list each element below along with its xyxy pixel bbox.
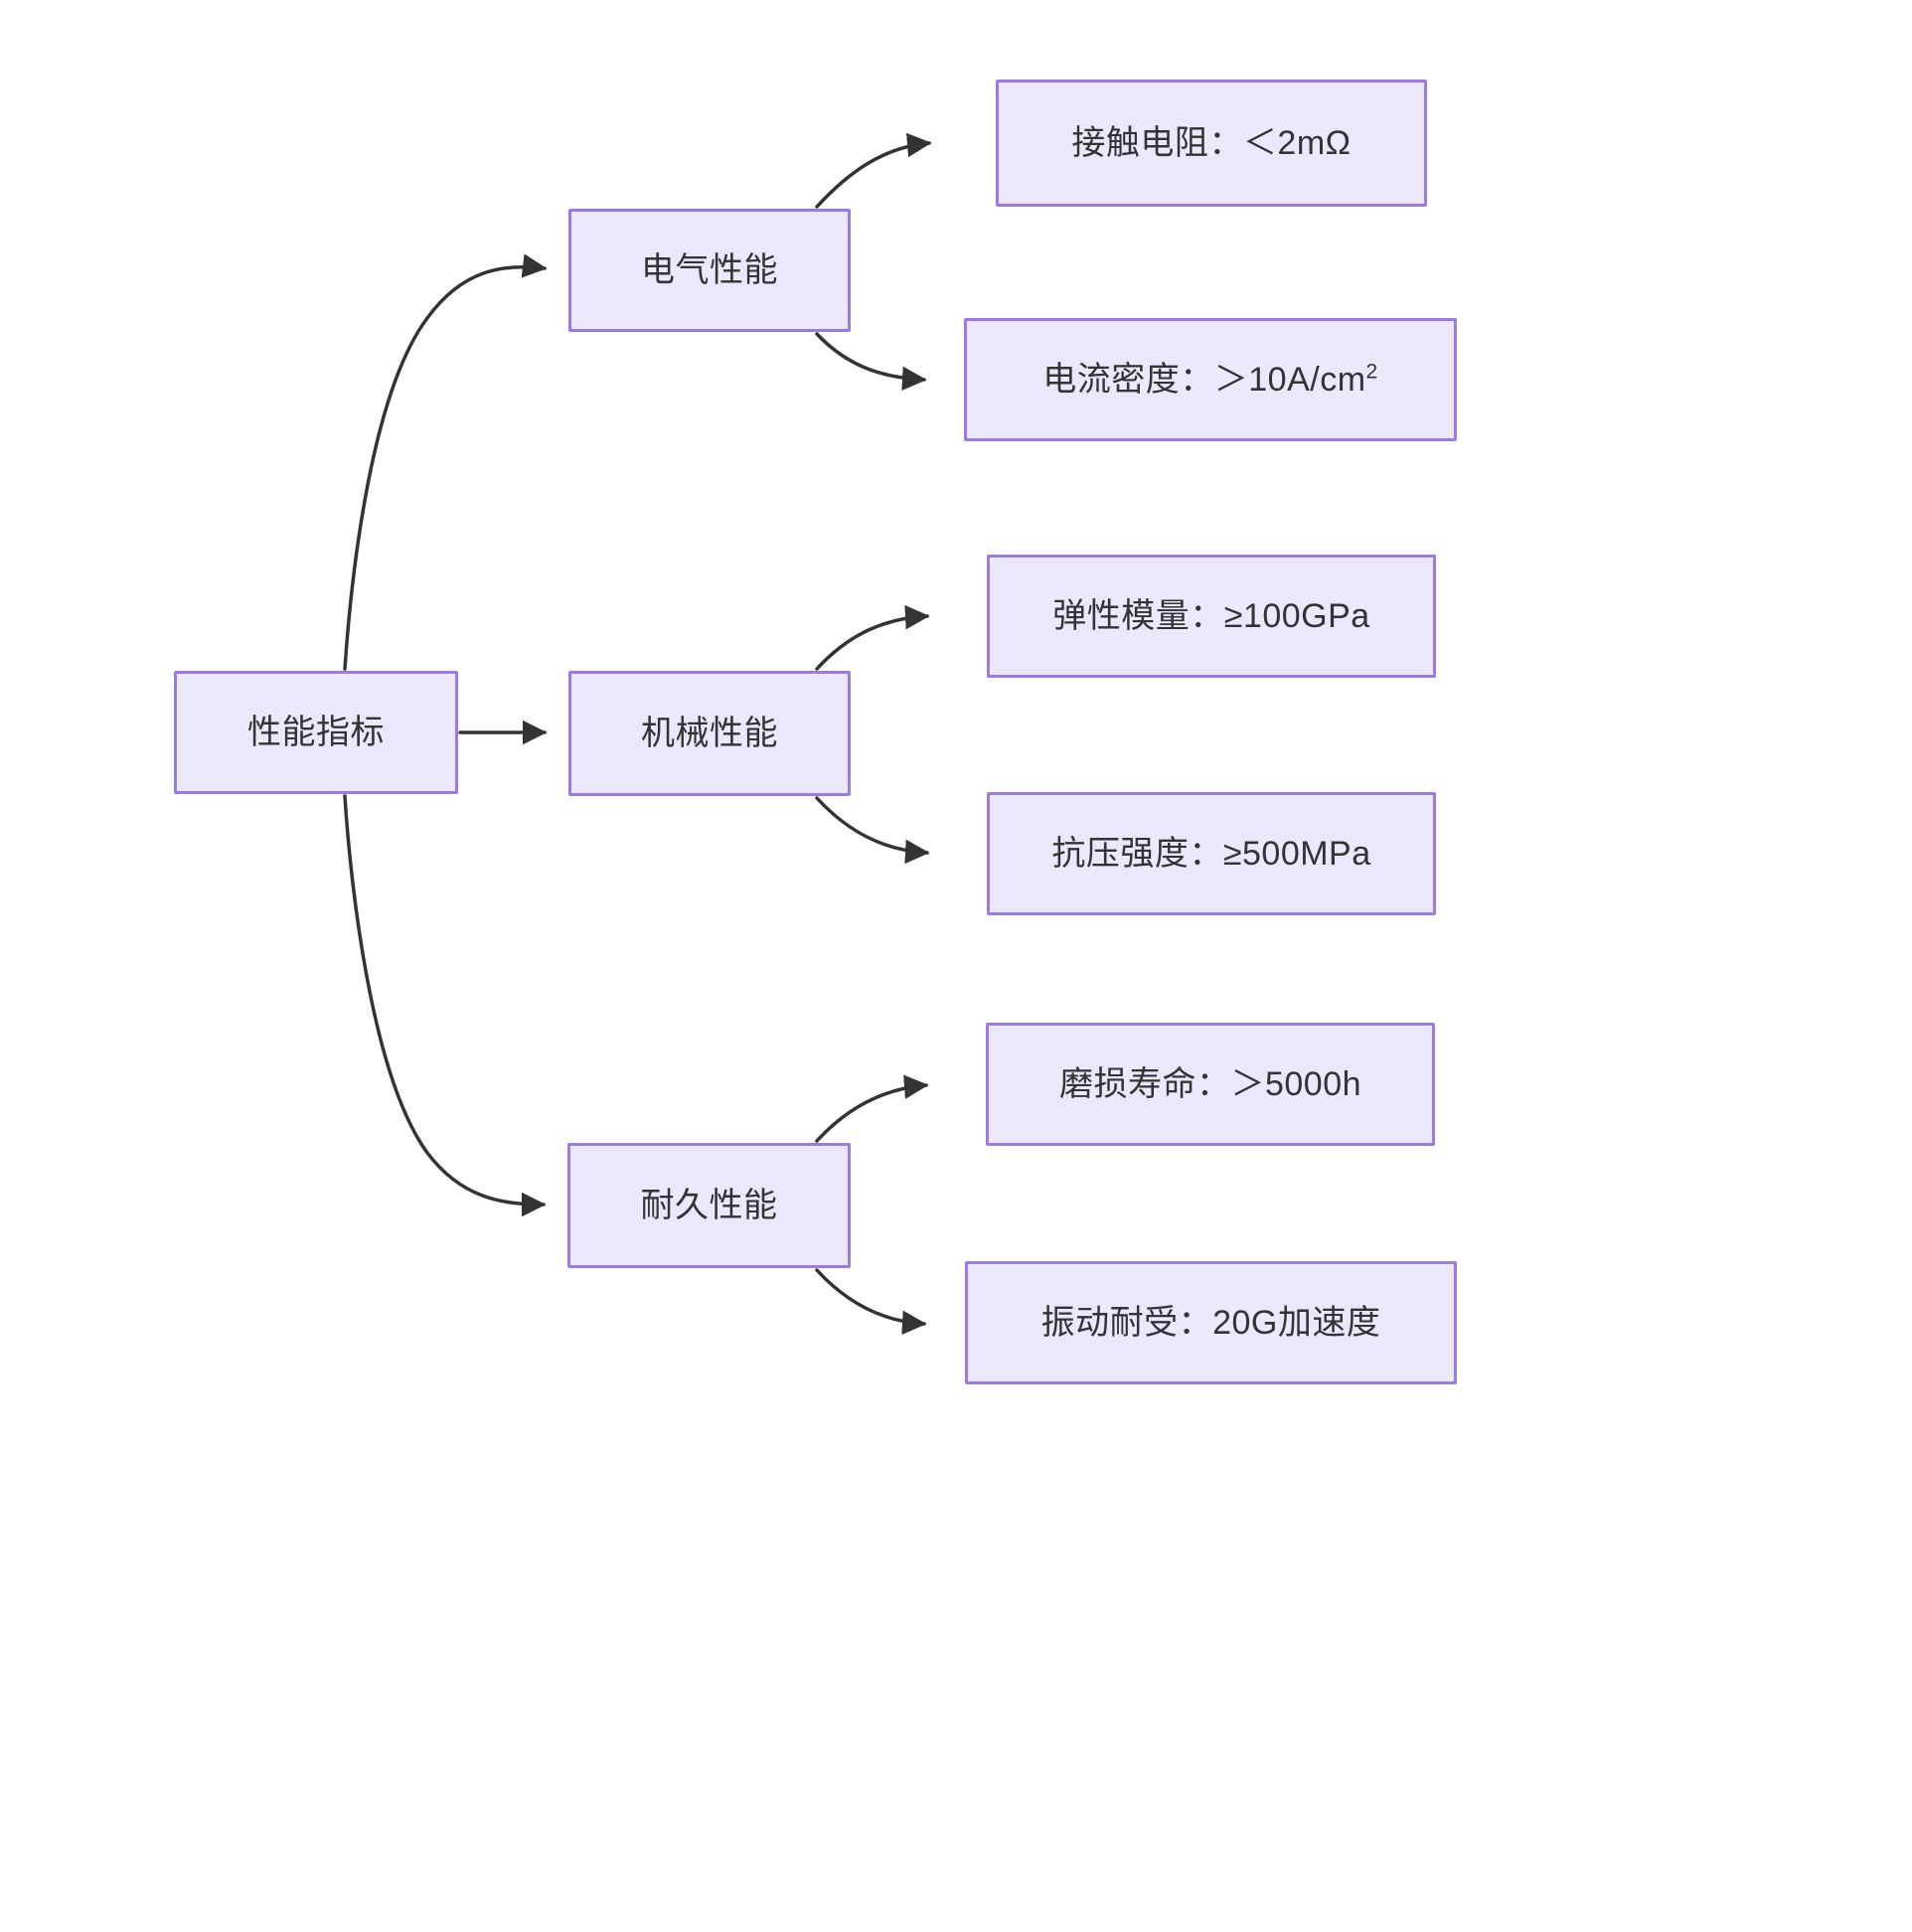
node-wear-life-label: 磨损寿命：＞5000h — [1058, 1064, 1362, 1103]
node-contact-resistance[interactable]: 接触电阻：＜2mΩ — [996, 80, 1427, 207]
node-current-density-exponent: 2 — [1365, 360, 1378, 384]
node-wear-life[interactable]: 磨损寿命：＞5000h — [986, 1023, 1435, 1146]
edge-mechanical-to-elastic-modulus — [815, 604, 930, 671]
node-electrical-label: 电气性能 — [641, 250, 778, 289]
node-contact-resistance-label: 接触电阻：＜2mΩ — [1071, 123, 1352, 162]
node-mechanical-label: 机械性能 — [641, 714, 778, 752]
node-mechanical[interactable]: 机械性能 — [568, 671, 851, 796]
edge-durability-to-vibration-tolerance — [815, 1268, 927, 1336]
node-electrical[interactable]: 电气性能 — [568, 209, 851, 332]
node-compressive-strength-label: 抗压强度：≥500MPa — [1051, 834, 1371, 873]
node-durability[interactable]: 耐久性能 — [567, 1143, 851, 1268]
node-durability-label: 耐久性能 — [640, 1186, 778, 1224]
node-current-density[interactable]: 电流密度：＞10A/cm2 — [964, 318, 1457, 441]
edge-root-to-durability — [343, 794, 547, 1217]
edge-durability-to-wear-life — [815, 1074, 929, 1143]
edge-electrical-to-contact-resistance — [815, 132, 932, 209]
node-current-density-label: 电流密度：＞10A/cm2 — [1042, 360, 1378, 399]
node-compressive-strength[interactable]: 抗压强度：≥500MPa — [987, 792, 1436, 915]
node-root-label: 性能指标 — [247, 713, 385, 751]
node-elastic-modulus[interactable]: 弹性模量：≥100GPa — [987, 555, 1436, 678]
edge-mechanical-to-compressive-strength — [815, 796, 930, 865]
node-vibration-tolerance-label: 振动耐受：20G加速度 — [1040, 1303, 1381, 1342]
edge-root-to-electrical — [343, 253, 548, 671]
node-root[interactable]: 性能指标 — [174, 671, 458, 794]
edge-electrical-to-current-density — [815, 332, 927, 392]
node-elastic-modulus-label: 弹性模量：≥100GPa — [1052, 596, 1370, 635]
node-vibration-tolerance[interactable]: 振动耐受：20G加速度 — [965, 1261, 1457, 1384]
